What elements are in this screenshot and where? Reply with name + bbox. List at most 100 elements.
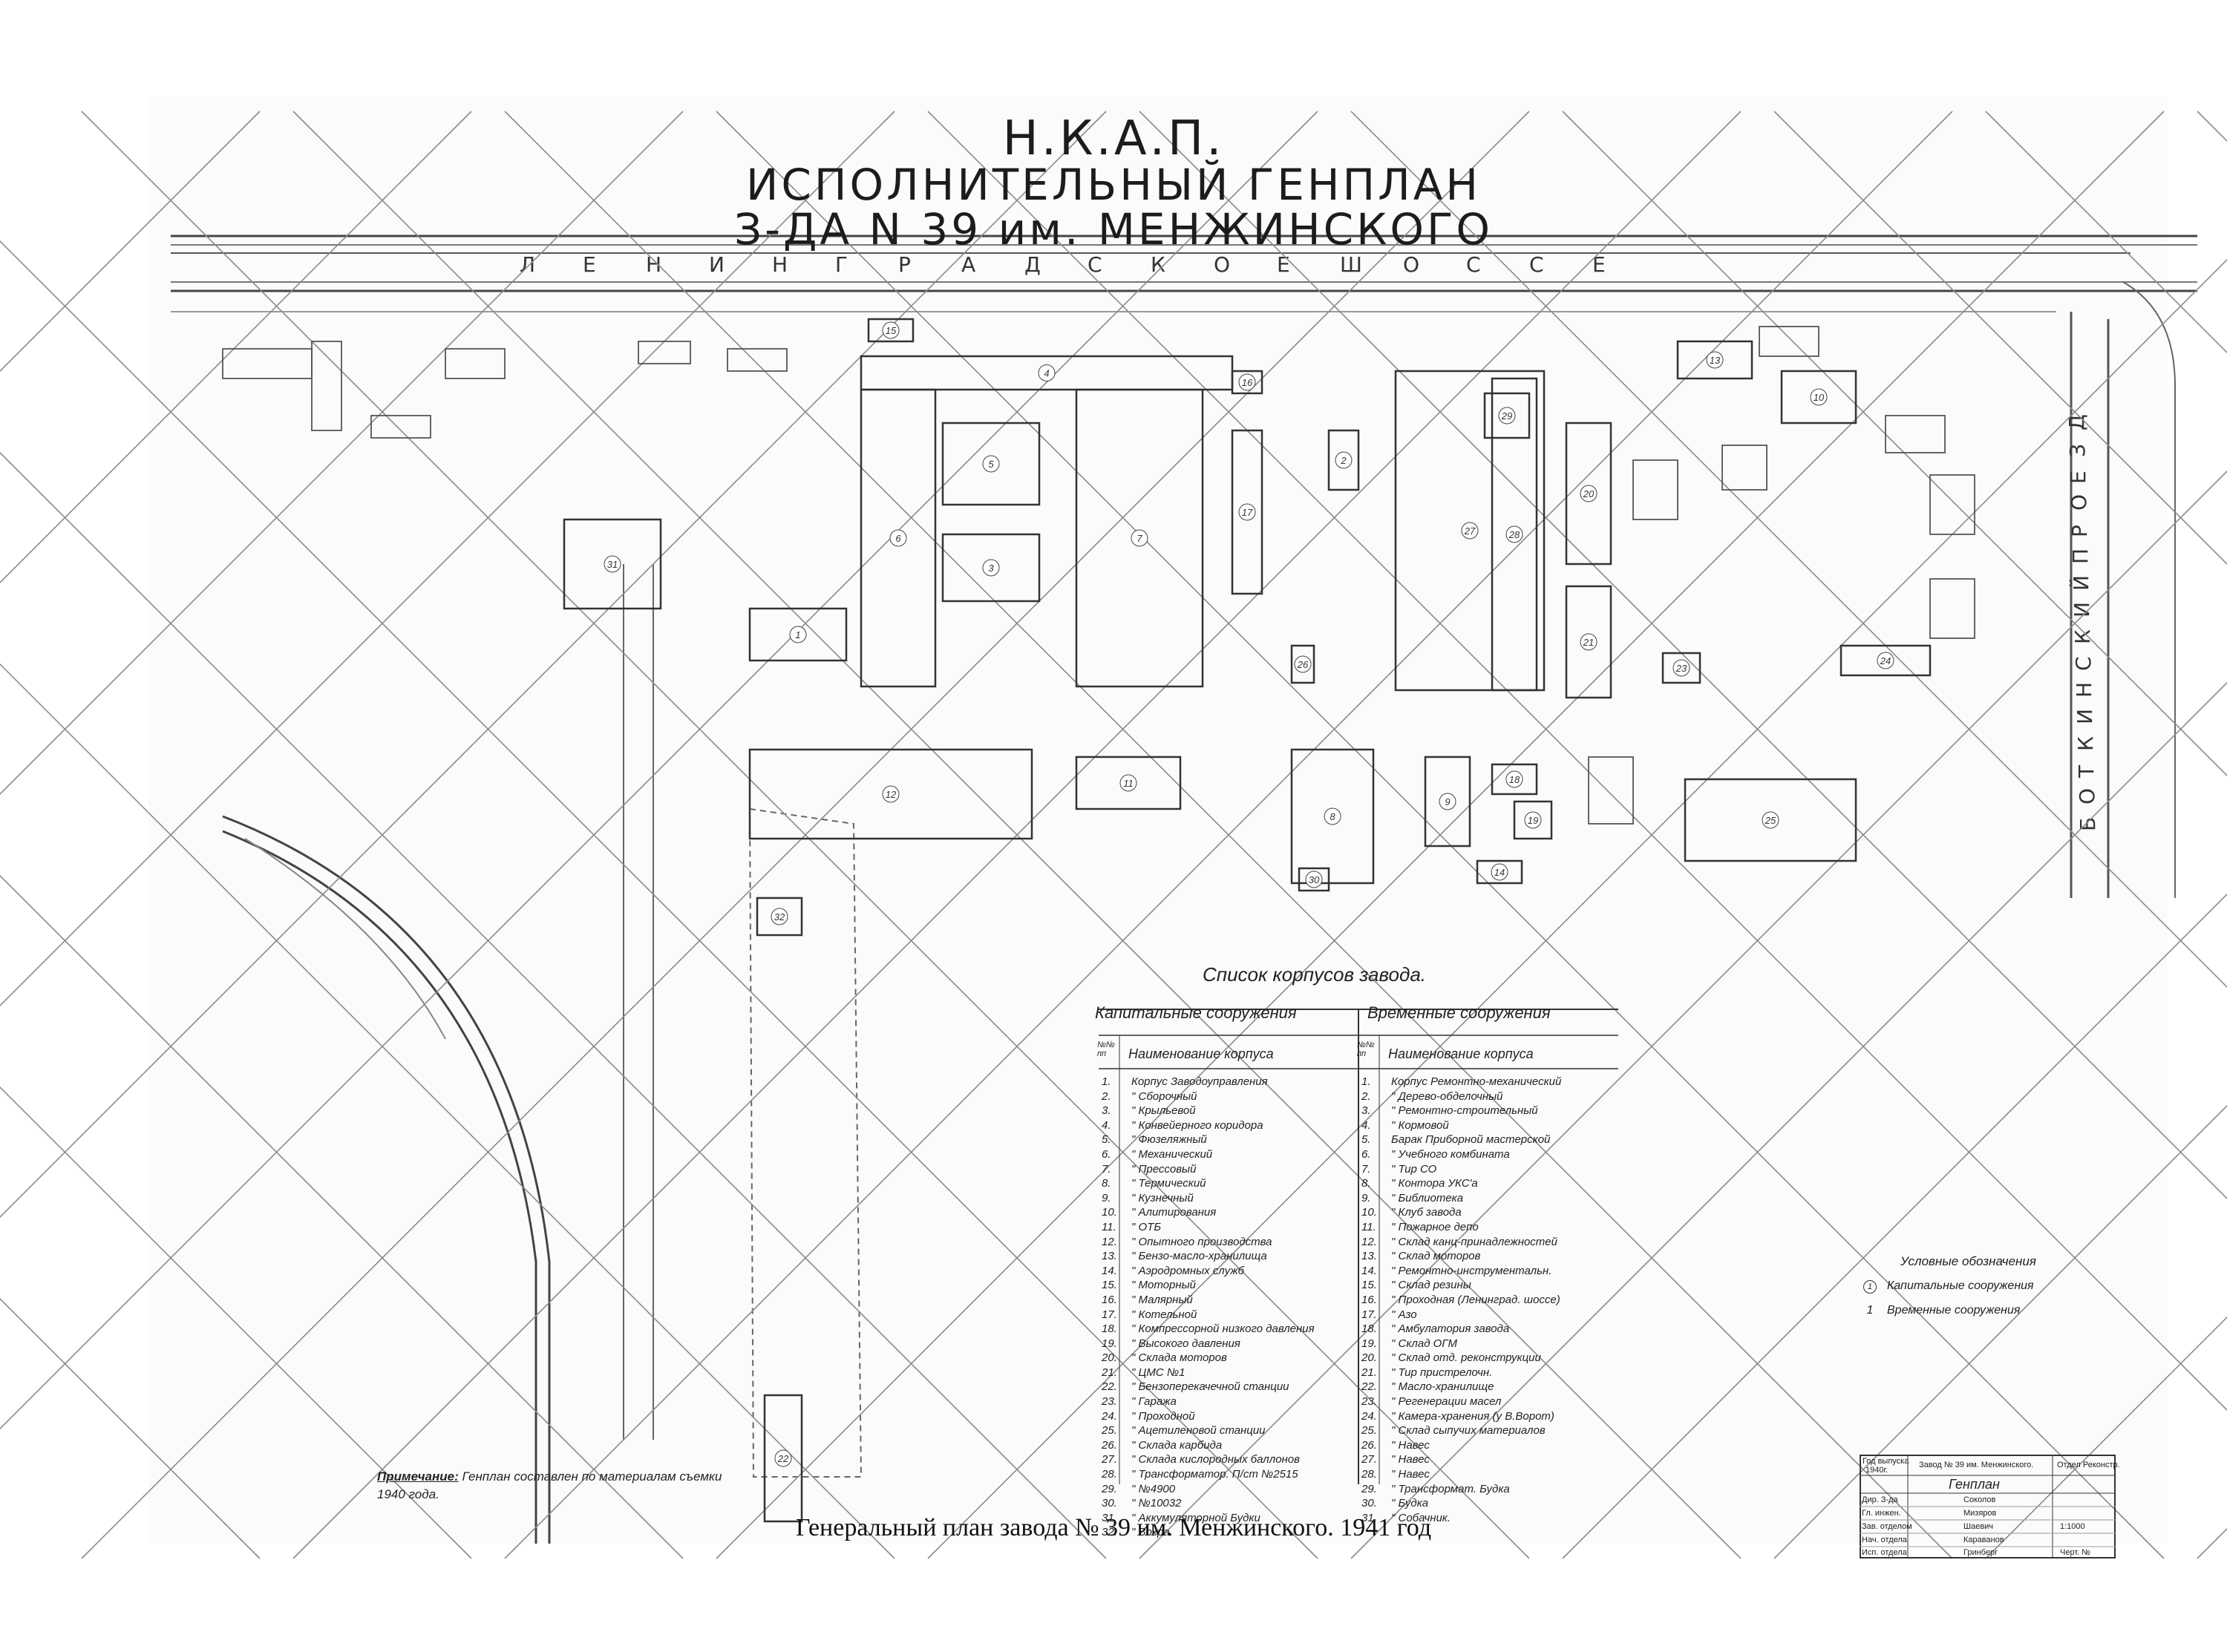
building-number: 10 bbox=[1814, 392, 1825, 403]
temporary-building-num: 19. bbox=[1361, 1337, 1377, 1350]
temporary-building-row: 30." Будка bbox=[1361, 1496, 1561, 1511]
building-number: 14 bbox=[1494, 867, 1505, 878]
building-outline bbox=[1290, 748, 1375, 885]
capital-building-row: 23." Гаража bbox=[1102, 1394, 1315, 1409]
road-letter: С bbox=[2071, 655, 2096, 671]
building-number: 17 bbox=[1242, 507, 1253, 518]
temporary-building-num: 27. bbox=[1361, 1453, 1377, 1466]
temporary-building-row: 25." Склад сыпучих материалов bbox=[1361, 1423, 1561, 1438]
stamp-role-4: Нач. отдела bbox=[1862, 1535, 1907, 1544]
temporary-building-row: 7." Тир СО bbox=[1361, 1162, 1561, 1177]
temporary-building-row: 23." Регенерации масел bbox=[1361, 1394, 1561, 1409]
temporary-building-num: 20. bbox=[1361, 1351, 1377, 1365]
temporary-building-name: " Амбулатория завода bbox=[1391, 1322, 1510, 1336]
temporary-building-name: " Библиотека bbox=[1391, 1191, 1464, 1204]
road-letter: П bbox=[2068, 547, 2093, 564]
capital-building-num: 14. bbox=[1102, 1264, 1117, 1277]
capital-building-row: 28." Трансформатор. П/ст №2515 bbox=[1102, 1467, 1315, 1482]
minor-structure bbox=[1759, 326, 1819, 357]
title-block-stamp: Год выпуска 1940г. Завод № 39 им. Менжин… bbox=[1860, 1455, 2120, 1558]
capital-building-num: 28. bbox=[1102, 1468, 1117, 1481]
building-number: 24 bbox=[1880, 655, 1891, 666]
building-outline bbox=[1298, 867, 1330, 892]
temporary-building-row: 21." Тир пристрелочн. bbox=[1361, 1366, 1561, 1380]
building-number-circle bbox=[1505, 770, 1523, 788]
temporary-building-name: " Собачник. bbox=[1391, 1511, 1451, 1524]
road-letter: Д bbox=[2064, 413, 2089, 430]
capital-building-name: Корпус Заводоуправления bbox=[1131, 1075, 1268, 1088]
building-list-title: Список корпусов завода. bbox=[1203, 963, 1427, 986]
building-number-circle bbox=[1762, 811, 1779, 829]
leningrad-highway bbox=[171, 235, 2197, 312]
temporary-building-name: " Кормовой bbox=[1391, 1118, 1449, 1132]
road-letter: Р bbox=[2067, 523, 2092, 537]
capital-building-row: 16." Малярный bbox=[1102, 1293, 1315, 1308]
capital-building-num: 13. bbox=[1102, 1250, 1117, 1263]
capital-building-num: 20. bbox=[1102, 1351, 1117, 1365]
building-number: 3 bbox=[988, 563, 994, 574]
capital-building-name: " Термический bbox=[1131, 1177, 1206, 1190]
building-outline bbox=[867, 318, 915, 343]
building-outline bbox=[1231, 429, 1263, 595]
building-number-circle bbox=[1238, 373, 1256, 391]
temporary-building-num: 3. bbox=[1361, 1104, 1371, 1118]
temporary-building-name: " Ремонтно-инструментальн. bbox=[1391, 1264, 1552, 1277]
road-letter: К bbox=[1151, 252, 1167, 277]
road-letter: Н bbox=[646, 252, 663, 277]
capital-building-name: " Аэродромных служб bbox=[1131, 1264, 1244, 1277]
road-letter: Е bbox=[1592, 252, 1607, 277]
capital-building-num: 3. bbox=[1102, 1104, 1111, 1118]
temporary-building-name: " Учебного комбината bbox=[1391, 1147, 1510, 1161]
temporary-building-name: " Тир пристрелочн. bbox=[1391, 1366, 1493, 1379]
capital-building-name: " Малярный bbox=[1131, 1293, 1193, 1306]
capital-building-name: " ЦМС №1 bbox=[1131, 1366, 1186, 1379]
building-outline bbox=[1075, 755, 1182, 810]
capital-building-name: " №10032 bbox=[1131, 1497, 1182, 1510]
road-letter: Г bbox=[835, 252, 849, 277]
capital-building-row: 13." Бензо-масло-хранилища bbox=[1102, 1249, 1315, 1264]
capital-building-name: " Фюзеляжный bbox=[1131, 1133, 1207, 1147]
minor-structure bbox=[1632, 459, 1678, 520]
temporary-building-name: " Клуб завода bbox=[1391, 1206, 1462, 1219]
temporary-building-num: 26. bbox=[1361, 1438, 1377, 1452]
building-number-circle bbox=[1324, 807, 1341, 825]
stamp-name-1: Соколов bbox=[1963, 1495, 1996, 1504]
road-letter: С bbox=[1529, 252, 1546, 277]
temporary-building-num: 30. bbox=[1361, 1497, 1377, 1510]
temporary-building-num: 22. bbox=[1361, 1380, 1377, 1394]
stamp-year: 1940г. bbox=[1865, 1466, 1888, 1475]
temporary-building-name: " Проходная (Ленинград. шоссе) bbox=[1391, 1293, 1560, 1306]
building-number-circle bbox=[604, 555, 621, 573]
capital-building-row: 14. " Аэродромных служб bbox=[1102, 1264, 1315, 1279]
road-letter: И bbox=[2073, 707, 2097, 724]
capital-building-num: 2. bbox=[1102, 1089, 1111, 1103]
building-outline bbox=[1483, 392, 1531, 439]
road-letter: Л bbox=[520, 252, 537, 277]
capital-building-row: 5." Фюзеляжный bbox=[1102, 1133, 1315, 1147]
temporary-building-row: 6." Учебного комбината bbox=[1361, 1147, 1561, 1162]
building-number: 25 bbox=[1765, 815, 1776, 826]
note-text: Генплан составлен по материалам съемки 1… bbox=[377, 1469, 722, 1501]
capital-building-row: 15." Моторный bbox=[1102, 1278, 1315, 1293]
temporary-building-num: 9. bbox=[1361, 1191, 1371, 1204]
capital-building-name: " №4900 bbox=[1131, 1482, 1176, 1495]
building-number: 32 bbox=[774, 911, 785, 922]
road-letter: С bbox=[1466, 252, 1482, 277]
building-number: 29 bbox=[1501, 410, 1512, 422]
capital-header: Капитальные сооружения bbox=[1095, 1003, 1297, 1022]
building-number-circle bbox=[1305, 871, 1323, 888]
temporary-building-num: 14. bbox=[1361, 1264, 1377, 1277]
minor-structure bbox=[1929, 474, 1975, 535]
capital-building-name: " Кузнечный bbox=[1131, 1191, 1194, 1204]
capital-building-name: " Котельной bbox=[1131, 1308, 1197, 1321]
building-number-circle bbox=[1672, 659, 1690, 677]
capital-building-row: 17." Котельной bbox=[1102, 1308, 1315, 1322]
list-table-frame bbox=[1099, 1009, 1618, 1484]
building-outline bbox=[1676, 340, 1753, 380]
temporary-building-name: " Склад резины bbox=[1391, 1279, 1471, 1292]
road-letter: З bbox=[2065, 442, 2090, 457]
building-number-circle bbox=[1706, 351, 1724, 369]
stamp-name-5: Гринберг bbox=[1963, 1548, 1998, 1557]
